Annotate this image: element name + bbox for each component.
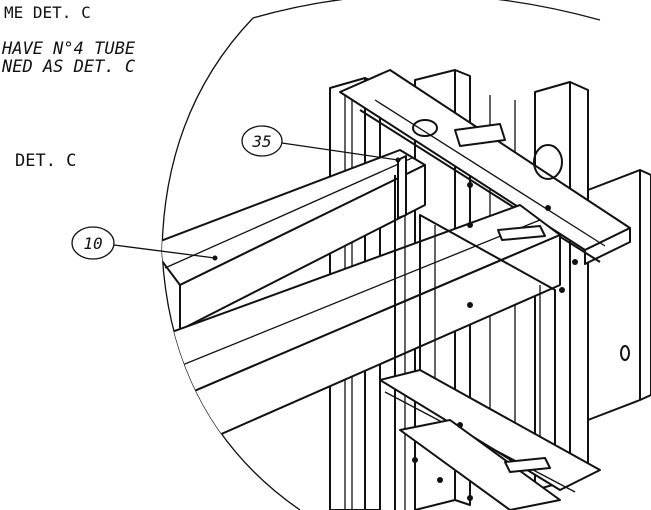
detail-label: DET. C — [15, 151, 76, 171]
callout-10: 10 — [71, 226, 218, 261]
top-crossbeam — [339, 69, 631, 265]
callout-35: 35 — [241, 125, 401, 163]
pin — [397, 155, 407, 219]
header-title: ME DET. C — [4, 3, 91, 22]
bolt-dots — [412, 182, 578, 501]
callout-35-number: 35 — [251, 132, 271, 151]
tube-10 — [162, 149, 426, 331]
note-line-2: NED AS DET. C — [1, 57, 136, 77]
assembly-view — [162, 69, 651, 510]
callout-10-number: 10 — [83, 234, 102, 253]
note-line-1: HAVE N°4 TUBE — [1, 39, 136, 59]
bottom-crossbeam — [379, 369, 601, 510]
